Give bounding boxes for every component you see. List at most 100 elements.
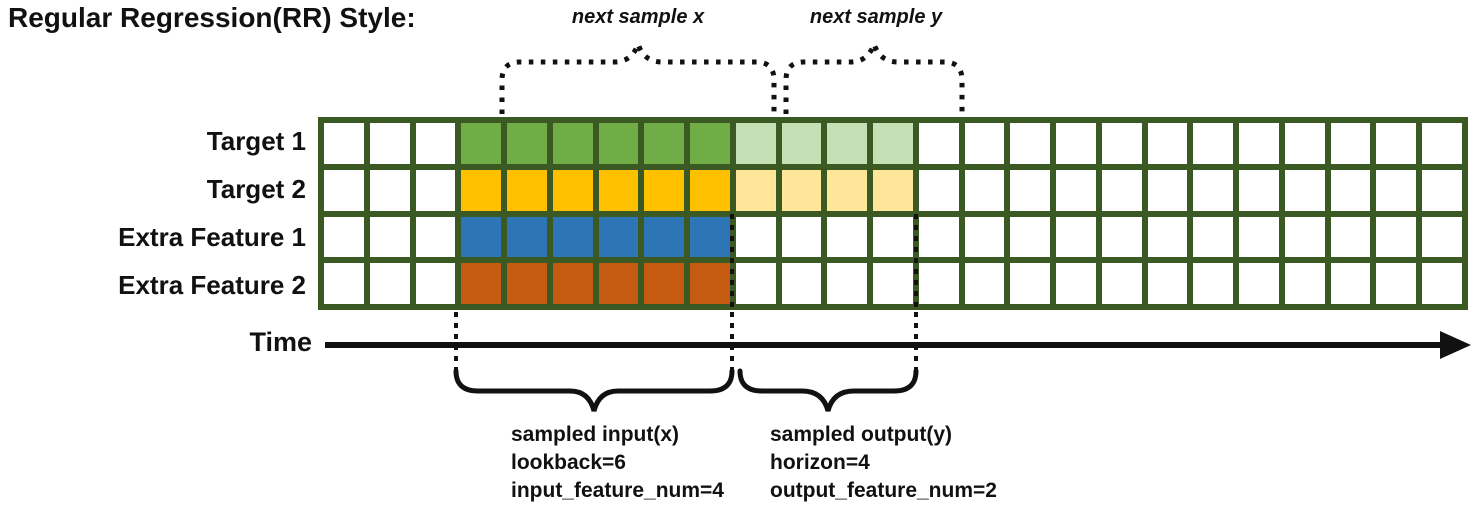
grid-cell — [1144, 120, 1191, 167]
grid-cell — [321, 260, 367, 307]
grid-cell — [1144, 260, 1191, 307]
grid-cell — [412, 213, 459, 261]
grid-cell — [1327, 260, 1374, 307]
row-label-target-2: Target 2 — [206, 173, 306, 204]
grid-cell — [1098, 166, 1145, 214]
grid-cell — [1007, 260, 1054, 307]
grid-cell — [870, 120, 916, 167]
grid-cell — [458, 120, 505, 167]
row-labels: Target 1 Target 2 Extra Feature 1 Extra … — [0, 117, 306, 310]
grid-cell — [687, 120, 733, 167]
grid-cell — [1327, 120, 1374, 167]
grid-cell — [641, 213, 688, 261]
grid-cell — [549, 213, 596, 261]
grid-cell — [504, 213, 550, 261]
grid-cell — [1190, 213, 1237, 261]
grid-cell — [732, 260, 779, 307]
time-axis-arrowhead — [1440, 331, 1471, 359]
grid-cell — [1281, 166, 1328, 214]
time-axis-label: Time — [249, 327, 312, 357]
sampled-input-line3: input_feature_num=4 — [511, 479, 724, 502]
grid-cell — [641, 166, 688, 214]
grid-cell — [412, 166, 459, 214]
grid-cell — [961, 260, 1008, 307]
grid-cell — [366, 120, 413, 167]
grid-cell — [458, 166, 505, 214]
grid-cell — [1373, 213, 1420, 261]
sampled-output-brace — [737, 368, 919, 412]
grid-cell — [1007, 213, 1054, 261]
grid-cell — [458, 213, 505, 261]
grid-cell — [870, 213, 916, 261]
grid-cell — [870, 166, 916, 214]
grid-cell — [321, 213, 367, 261]
grid-cell — [1373, 260, 1420, 307]
sampled-input-caption: sampled input(x) lookback=6 input_featur… — [511, 421, 724, 505]
grid-cell — [824, 120, 871, 167]
diagram-title: Regular Regression(RR) Style: — [8, 2, 416, 33]
sampled-input-line2: lookback=6 — [511, 451, 626, 474]
grid-cell — [824, 213, 871, 261]
sampled-output-line3: output_feature_num=2 — [770, 479, 997, 502]
next-sample-y-dotted-brace — [783, 36, 965, 114]
grid-cell — [778, 166, 825, 214]
grid-cell — [732, 166, 779, 214]
grid-cell — [961, 120, 1008, 167]
grid-cell — [824, 260, 871, 307]
grid-cell — [1419, 166, 1465, 214]
grid-cell — [687, 166, 733, 214]
grid-cell — [1281, 120, 1328, 167]
row-label-extra-feature-1: Extra Feature 1 — [118, 222, 306, 253]
next-sample-y-label: next sample y — [809, 6, 943, 28]
grid-cell — [1419, 120, 1465, 167]
grid-cell — [595, 120, 642, 167]
grid-cell — [1053, 166, 1099, 214]
grid-cell — [641, 120, 688, 167]
grid-cell — [1053, 213, 1099, 261]
grid-cell — [504, 120, 550, 167]
grid-cell — [1007, 120, 1054, 167]
grid-cell — [778, 120, 825, 167]
grid-cell — [595, 213, 642, 261]
grid-cell — [1281, 260, 1328, 307]
sampled-input-brace — [453, 368, 735, 412]
grid-cell — [870, 260, 916, 307]
grid-cell — [641, 260, 688, 307]
grid-cell — [1281, 213, 1328, 261]
next-sample-x-label: next sample x — [571, 6, 705, 28]
grid-cell — [1236, 213, 1282, 261]
grid-cell — [732, 213, 779, 261]
grid-cell — [1144, 213, 1191, 261]
grid-cell — [915, 120, 962, 167]
grid-cell — [687, 260, 733, 307]
grid-cell — [1190, 260, 1237, 307]
row-label-extra-feature-2: Extra Feature 2 — [118, 270, 306, 301]
grid-cell — [732, 120, 779, 167]
grid-cell — [1236, 166, 1282, 214]
grid-cell — [1007, 166, 1054, 214]
sample-grid — [318, 117, 1468, 310]
grid-cell — [595, 260, 642, 307]
grid-cell — [412, 120, 459, 167]
grid-cell — [961, 213, 1008, 261]
grid-cell — [1327, 213, 1374, 261]
sampled-output-caption: sampled output(y) horizon=4 output_featu… — [770, 421, 997, 505]
grid-cell — [1098, 213, 1145, 261]
grid-cell — [321, 166, 367, 214]
grid-cell — [458, 260, 505, 307]
sampled-input-line1: sampled input(x) — [511, 423, 680, 446]
grid-cell — [366, 260, 413, 307]
grid-cell — [366, 213, 413, 261]
grid-cell — [1419, 213, 1465, 261]
grid-cell — [1053, 120, 1099, 167]
grid-cell — [1236, 120, 1282, 167]
grid-cell — [1190, 120, 1237, 167]
grid-cell — [1098, 260, 1145, 307]
grid-cell — [824, 166, 871, 214]
grid-cell — [1144, 166, 1191, 214]
grid-cell — [549, 120, 596, 167]
grid-cell — [412, 260, 459, 307]
grid-cell — [915, 213, 962, 261]
grid-cell — [1236, 260, 1282, 307]
